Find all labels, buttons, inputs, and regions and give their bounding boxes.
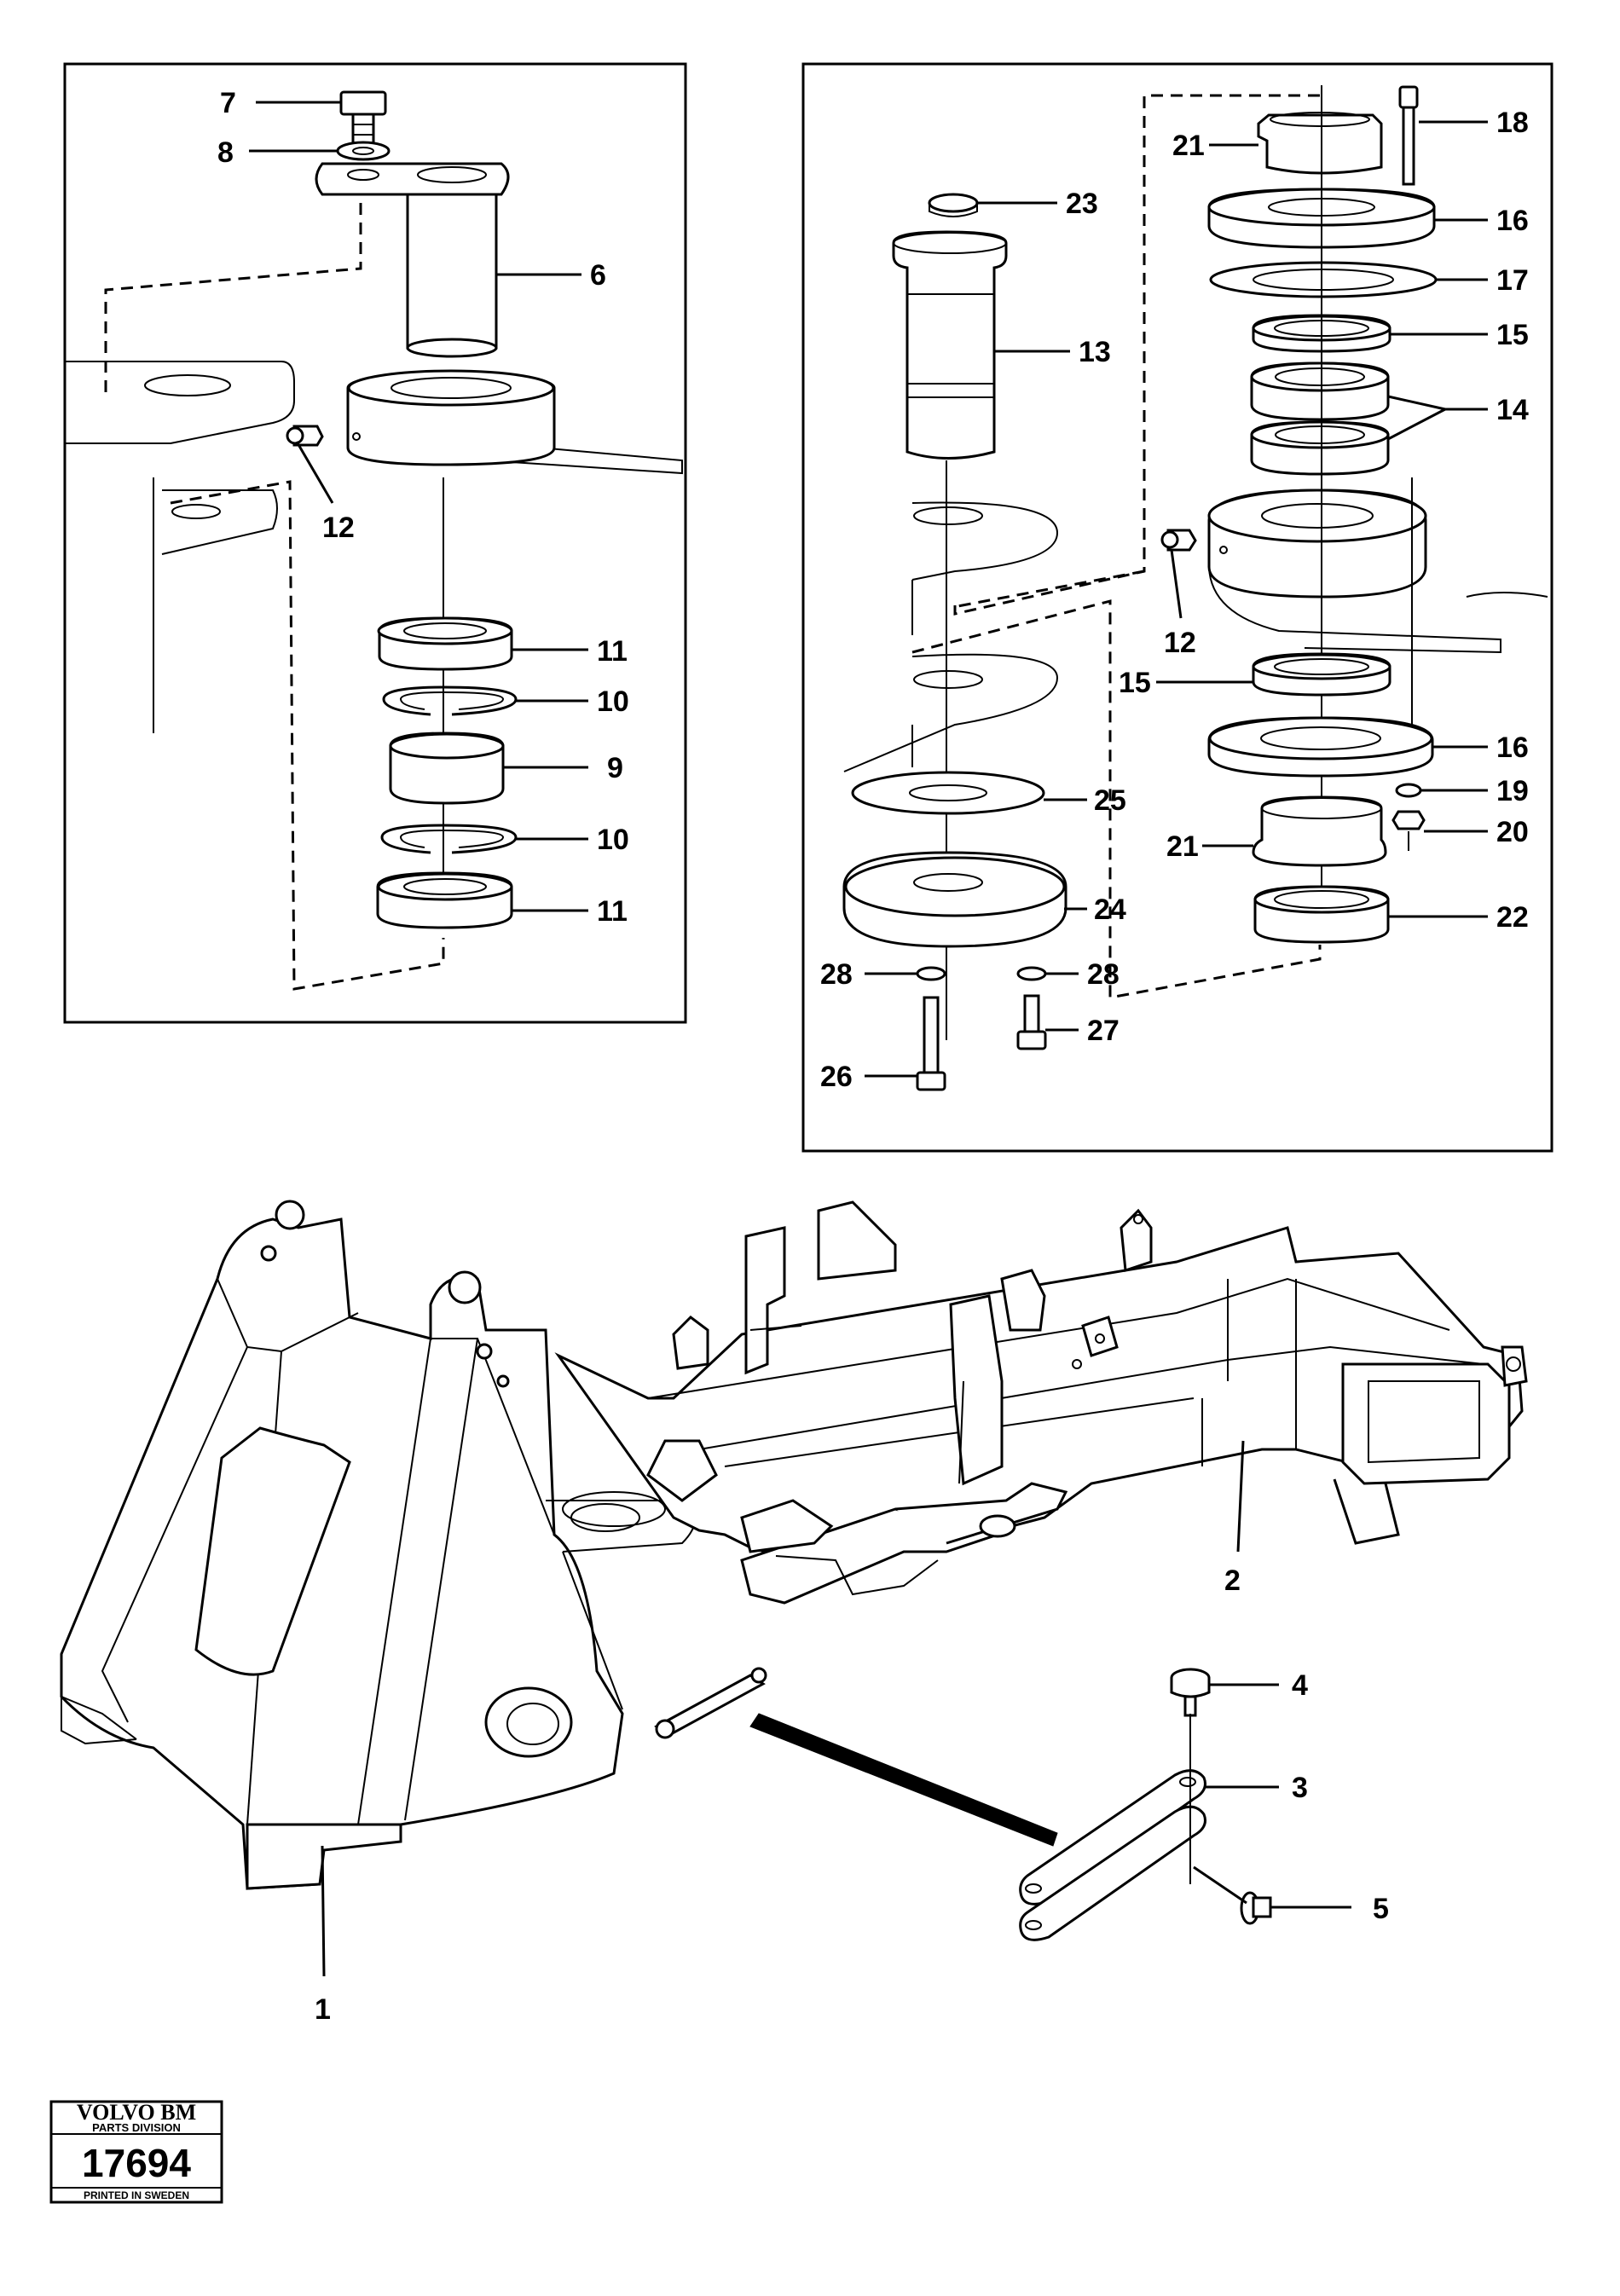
label-27: 27 (1087, 1015, 1120, 1047)
pivot-hub-upper (346, 369, 556, 466)
grease-nipple-12-left (286, 425, 324, 447)
flange-16-bottom (1207, 716, 1434, 778)
label-23: 23 (1066, 188, 1098, 220)
circlip-10-top (382, 685, 518, 716)
label-5: 5 (1373, 1893, 1389, 1925)
steering-rod (654, 1667, 767, 1739)
label-19: 19 (1496, 775, 1529, 807)
label-11a: 11 (597, 635, 628, 668)
badge-number: 17694 (82, 2141, 191, 2185)
washer-19 (1395, 783, 1422, 798)
badge-brand: VOLVO BM (77, 2100, 196, 2125)
label-14: 14 (1496, 394, 1529, 426)
label-6: 6 (590, 259, 606, 292)
bolt-7 (339, 90, 387, 150)
right-inset-frame (801, 62, 1553, 1153)
bearing-11-bottom (376, 871, 513, 929)
gasket-25 (851, 771, 1045, 815)
left-dashed-path-upper (104, 203, 362, 392)
label-9: 9 (607, 752, 623, 784)
label-16a: 16 (1496, 205, 1529, 237)
pivot-hub-lower (1207, 489, 1548, 654)
bearing-14-upper (1250, 361, 1390, 421)
label-15b: 15 (1119, 667, 1151, 699)
cover-24 (842, 851, 1067, 948)
pin-4 (1170, 1668, 1211, 1717)
label-1: 1 (315, 1993, 331, 2026)
bolt-27 (1016, 994, 1047, 1050)
badge-footer: PRINTED IN SWEDEN (84, 2189, 189, 2201)
label-21b: 21 (1166, 830, 1199, 863)
label-25: 25 (1094, 784, 1126, 817)
label-28b: 28 (1087, 958, 1120, 991)
label-8: 8 (217, 136, 234, 169)
frame-plate-upper (843, 501, 1059, 772)
label-21a: 21 (1172, 130, 1205, 162)
ring-22 (1253, 885, 1390, 944)
bearing-14-lower (1250, 420, 1390, 476)
rear-frame-2 (554, 1200, 1528, 1605)
label-10b: 10 (597, 824, 629, 856)
label-3: 3 (1292, 1772, 1308, 1804)
circlip-10-bottom (380, 824, 518, 854)
washer-28-right (1016, 966, 1047, 981)
washer-8 (336, 141, 391, 161)
left-dashed-path-lower (170, 480, 445, 991)
label-22: 22 (1496, 901, 1529, 934)
label-26: 26 (820, 1061, 853, 1093)
label-12b: 12 (1164, 627, 1196, 659)
badge-division: PARTS DIVISION (92, 2121, 181, 2134)
bushing-9 (389, 732, 505, 805)
label-7: 7 (220, 87, 236, 119)
pin-6 (315, 162, 510, 358)
seal-15-bottom (1252, 652, 1391, 697)
pin-13 (892, 230, 1008, 1040)
grease-nipple-12-right (1160, 529, 1197, 552)
left-inset-frame (63, 62, 687, 1024)
label-11b: 11 (597, 895, 628, 928)
bushing-21-bottom (1252, 795, 1387, 867)
part-labels: 1 2 3 4 5 6 7 8 9 10 10 11 11 12 12 13 1… (217, 87, 1529, 2026)
label-20: 20 (1496, 816, 1529, 848)
label-10a: 10 (597, 685, 629, 718)
volvo-bm-badge: VOLVO BM PARTS DIVISION 17694 PRINTED IN… (49, 2100, 223, 2204)
label-28a: 28 (820, 958, 853, 991)
label-17: 17 (1496, 264, 1529, 297)
bolt-26 (916, 996, 946, 1091)
bearing-11-top (377, 616, 513, 671)
label-4: 4 (1292, 1669, 1308, 1702)
pin-5 (1240, 1891, 1272, 1925)
front-frame-1 (60, 1200, 696, 1890)
link-bar-shadow (749, 1713, 1058, 1847)
shim-17 (1209, 261, 1438, 298)
cap-23 (928, 193, 979, 217)
label-16b: 16 (1496, 732, 1529, 764)
label-18: 18 (1496, 107, 1529, 139)
right-dashed-path-middle (952, 570, 1145, 609)
label-15a: 15 (1496, 319, 1529, 351)
label-2: 2 (1224, 1564, 1241, 1597)
label-12a: 12 (322, 512, 355, 544)
nut-20 (1391, 810, 1426, 851)
label-13: 13 (1079, 336, 1111, 368)
label-24: 24 (1094, 894, 1126, 926)
bolt-18 (1398, 85, 1419, 186)
washer-28-left (916, 966, 946, 981)
bushing-21-top (1257, 112, 1383, 175)
link-3 (1019, 1714, 1206, 1941)
